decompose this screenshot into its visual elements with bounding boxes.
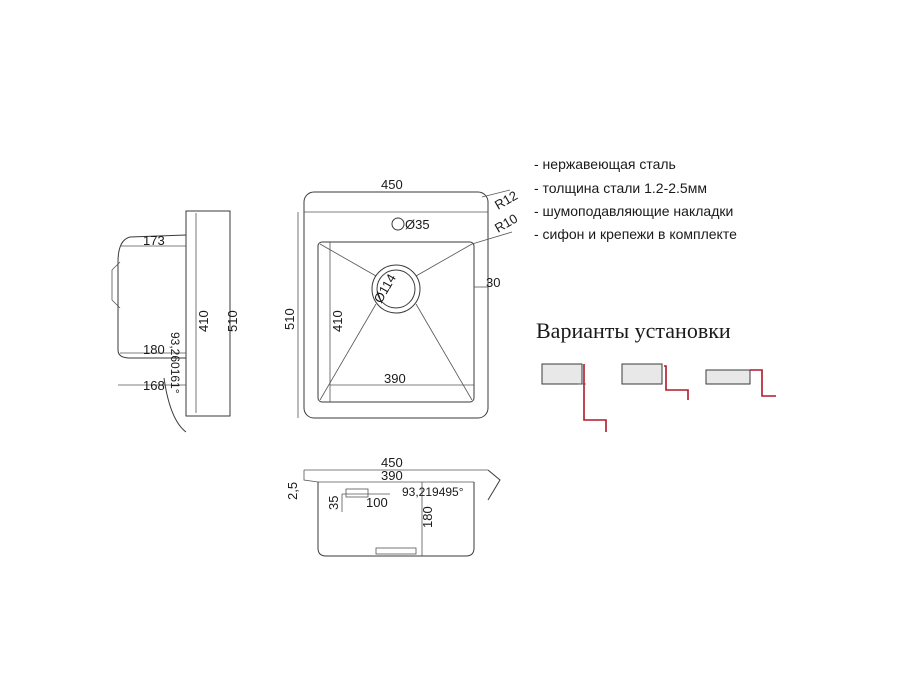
top-slope-line-tr bbox=[415, 243, 473, 277]
side-drain-detail bbox=[111, 261, 121, 309]
top-dim-510: 510 bbox=[282, 308, 297, 330]
top-r10-leader bbox=[471, 231, 513, 245]
front-dim-450: 450 bbox=[381, 455, 403, 470]
top-view: 450 R12 R10 Ø35 Ø114 30 510 410 390 bbox=[282, 177, 520, 419]
side-dim-510: 510 bbox=[225, 310, 240, 332]
top-inner-bowl bbox=[317, 241, 475, 403]
spec-siphon-included: - сифон и крепежи в комплекте bbox=[534, 226, 737, 242]
front-dim-390: 390 bbox=[381, 468, 403, 483]
front-dim-100: 100 bbox=[366, 495, 388, 510]
variant2-sink-block bbox=[621, 363, 663, 385]
top-dim-r12: R12 bbox=[492, 188, 520, 213]
front-dim-35: 35 bbox=[326, 496, 341, 510]
install-variant-overmount bbox=[621, 363, 689, 400]
spec-material: - нержавеющая сталь bbox=[534, 156, 676, 172]
install-variants-heading: Варианты установки bbox=[536, 318, 731, 343]
side-angle-arc bbox=[163, 377, 187, 433]
top-drain-outer bbox=[371, 264, 421, 314]
front-view: 450 390 2,5 35 100 180 93,219495° bbox=[285, 455, 501, 557]
top-dim-d114: Ø114 bbox=[371, 271, 399, 305]
variant1-cabinet-line bbox=[583, 364, 607, 432]
top-r12-leader bbox=[481, 189, 511, 198]
spec-thickness: - толщина стали 1.2-2.5мм bbox=[534, 180, 707, 196]
top-drain-inner bbox=[376, 269, 416, 309]
top-dim-d35: Ø35 bbox=[405, 217, 430, 232]
front-rim-right bbox=[487, 469, 501, 501]
spec-noise-pads: - шумоподавляющие накладки bbox=[534, 203, 734, 219]
variant3-sink-block bbox=[705, 369, 751, 385]
variant3-cabinet-line bbox=[750, 369, 776, 397]
top-dim-390: 390 bbox=[384, 371, 406, 386]
front-angle-label: 93,219495° bbox=[402, 485, 464, 499]
side-dim-168: 168 bbox=[143, 378, 165, 393]
variant2-cabinet-line bbox=[664, 365, 689, 400]
top-slope-line-tl bbox=[319, 243, 377, 277]
install-variant-undermount bbox=[705, 369, 776, 397]
front-bowl bbox=[317, 482, 475, 557]
install-variants bbox=[541, 363, 776, 432]
side-dim-173: 173 bbox=[143, 233, 165, 248]
front-dim-2-5: 2,5 bbox=[285, 482, 300, 500]
side-rim-plate bbox=[185, 210, 231, 417]
top-outer-rim bbox=[303, 191, 489, 419]
install-variant-flush bbox=[541, 363, 607, 432]
top-tap-hole bbox=[391, 217, 405, 231]
top-slope-line-br bbox=[415, 303, 473, 401]
top-dim-450: 450 bbox=[381, 177, 403, 192]
front-drain bbox=[375, 547, 417, 555]
front-dim-180: 180 bbox=[420, 506, 435, 528]
front-rim-left bbox=[303, 470, 319, 483]
top-dim-r10: R10 bbox=[492, 211, 520, 236]
side-dim-410: 410 bbox=[196, 310, 211, 332]
variant1-sink-block bbox=[541, 363, 583, 385]
side-view: 173 180 168 410 510 93,260161° bbox=[111, 210, 240, 433]
top-dim-410: 410 bbox=[330, 310, 345, 332]
top-dim-30: 30 bbox=[486, 275, 500, 290]
side-angle-label: 93,260161° bbox=[168, 332, 182, 394]
side-dim-180: 180 bbox=[143, 342, 165, 357]
top-slope-line-bl bbox=[319, 303, 377, 401]
front-overflow-slot bbox=[345, 488, 369, 498]
